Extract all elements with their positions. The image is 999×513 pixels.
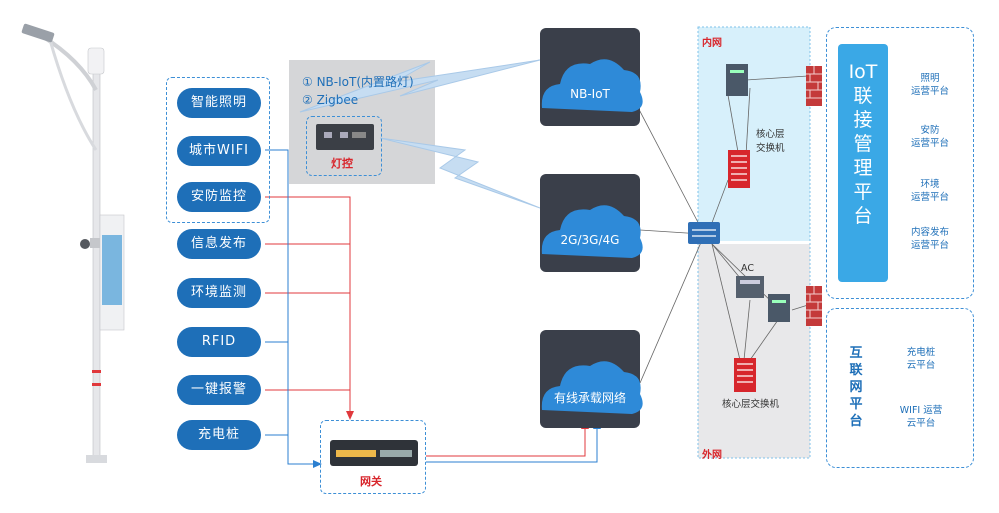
nbiot-cloud (541, 59, 643, 112)
iot-platform-title: IoT联接管理平台 (848, 61, 878, 227)
wireless-services-box (166, 77, 270, 223)
nbiot-cloud-label: NB-IoT (570, 87, 610, 101)
red-line-gateway (426, 425, 586, 457)
iot-platform-box (826, 27, 974, 299)
protocol-nbiot: ① NB-IoT(内置路灯) (302, 75, 414, 89)
blue-line-gateway (426, 425, 598, 463)
wired-cloud-label: 有线承载网络 (553, 391, 626, 405)
inner-firewall-icon (806, 66, 822, 106)
inner-network-label: 内网 (702, 38, 722, 49)
internet-item-wifi-2: 云平台 (906, 418, 936, 429)
blue-line-wifi (265, 149, 318, 465)
service-rfid: RFID (177, 327, 261, 357)
internet-item-charger-1: 充电桩 (906, 347, 936, 358)
iot-platform-bar (838, 44, 888, 282)
service-smart-lighting: 智能照明 (177, 88, 261, 118)
iot-item-env-1: 环境 (920, 179, 940, 190)
internet-item-charger-2: 云平台 (906, 360, 936, 371)
inner-switch-label-1: 核心层 (756, 129, 785, 140)
iot-item-security-1: 安防 (920, 125, 940, 136)
router-icon (688, 222, 720, 244)
outer-firewall-icon (806, 286, 822, 326)
inner-network-region (698, 27, 810, 241)
service-info-publishing: 信息发布 (177, 229, 261, 259)
cellular-cloud-label: 2G/3G/4G (560, 233, 620, 247)
street-light-pole (21, 23, 125, 463)
gateway-label: 网关 (360, 475, 382, 488)
lamp-controller-text: 灯控 (331, 157, 353, 170)
gateway-box (320, 420, 426, 494)
service-emergency-alarm: 一键报警 (177, 375, 261, 405)
red-line-security (265, 196, 351, 415)
service-security-monitoring: 安防监控 (177, 182, 261, 212)
service-city-wifi: 城市WIFI (177, 136, 261, 166)
iot-item-content-2: 运营平台 (910, 240, 949, 251)
inner-switch-label-2: 交换机 (756, 143, 785, 154)
protocol-zigbee: ② Zigbee (302, 93, 359, 107)
lamp-controller-box (306, 116, 382, 176)
iot-item-lighting-1: 照明 (920, 73, 940, 84)
service-charging-pile: 充电桩 (177, 420, 261, 450)
iot-item-env-2: 运营平台 (910, 192, 949, 203)
outer-switch-label: 核心层交换机 (722, 399, 780, 410)
service-env-monitoring: 环境监测 (177, 278, 261, 308)
inner-core-switch-icon (728, 150, 750, 188)
outer-core-switch-icon (734, 358, 756, 392)
ac-label: AC (741, 263, 754, 274)
ac-device-icon (736, 276, 764, 298)
internet-item-wifi-1: WIFI 运营 (899, 405, 943, 416)
inner-server-icon (726, 64, 748, 96)
internet-platform-box (826, 308, 974, 468)
cellular-cloud (541, 205, 643, 258)
outer-network-label: 外网 (702, 450, 722, 461)
wired-cloud (541, 361, 643, 414)
iot-item-security-2: 运营平台 (910, 138, 949, 149)
iot-item-lighting-2: 运营平台 (910, 86, 949, 97)
iot-item-content-1: 内容发布 (910, 227, 949, 238)
outer-server-icon (768, 294, 790, 322)
internet-platform-title: 互联网平台 (849, 346, 863, 429)
